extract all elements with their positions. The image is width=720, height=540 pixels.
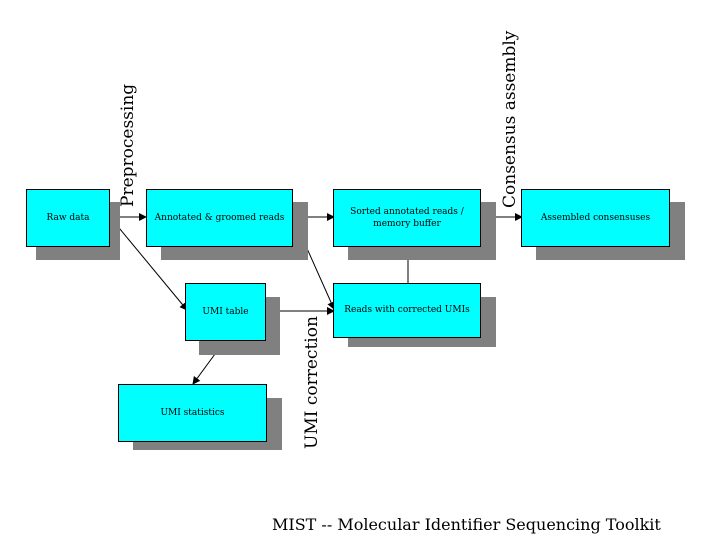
raw-data-node: Raw data — [26, 189, 110, 247]
preprocessing-stage-label: Preprocessing — [118, 83, 138, 207]
assembled-consensuses-label: Assembled consensuses — [540, 212, 651, 223]
reads-corrected-node: Reads with corrected UMIs — [333, 283, 481, 338]
toolkit-title: MIST -- Molecular Identifier Sequencing … — [272, 515, 661, 534]
umi-statistics-node: UMI statistics — [118, 384, 267, 442]
assembled-consensuses-node: Assembled consensuses — [521, 189, 670, 247]
umi-table-node: UMI table — [185, 283, 266, 341]
umi-correction-stage-label: UMI correction — [302, 316, 322, 449]
sorted-reads-label-line1: Sorted annotated reads / — [350, 206, 464, 217]
reads-corrected-label: Reads with corrected UMIs — [344, 305, 470, 316]
edge-raw-to-umi-table — [109, 216, 188, 311]
sorted-reads-label-line2: memory buffer — [373, 219, 441, 229]
umi-table-label: UMI table — [202, 306, 249, 317]
annotated-reads-label: Annotated & groomed reads — [154, 212, 285, 223]
annotated-reads-node: Annotated & groomed reads — [146, 189, 293, 247]
consensus-assembly-stage-label: Consensus assembly — [500, 30, 520, 208]
raw-data-label: Raw data — [46, 212, 90, 223]
umi-statistics-label: UMI statistics — [160, 407, 225, 418]
sorted-reads-node: Sorted annotated reads / memory buffer — [333, 189, 481, 247]
